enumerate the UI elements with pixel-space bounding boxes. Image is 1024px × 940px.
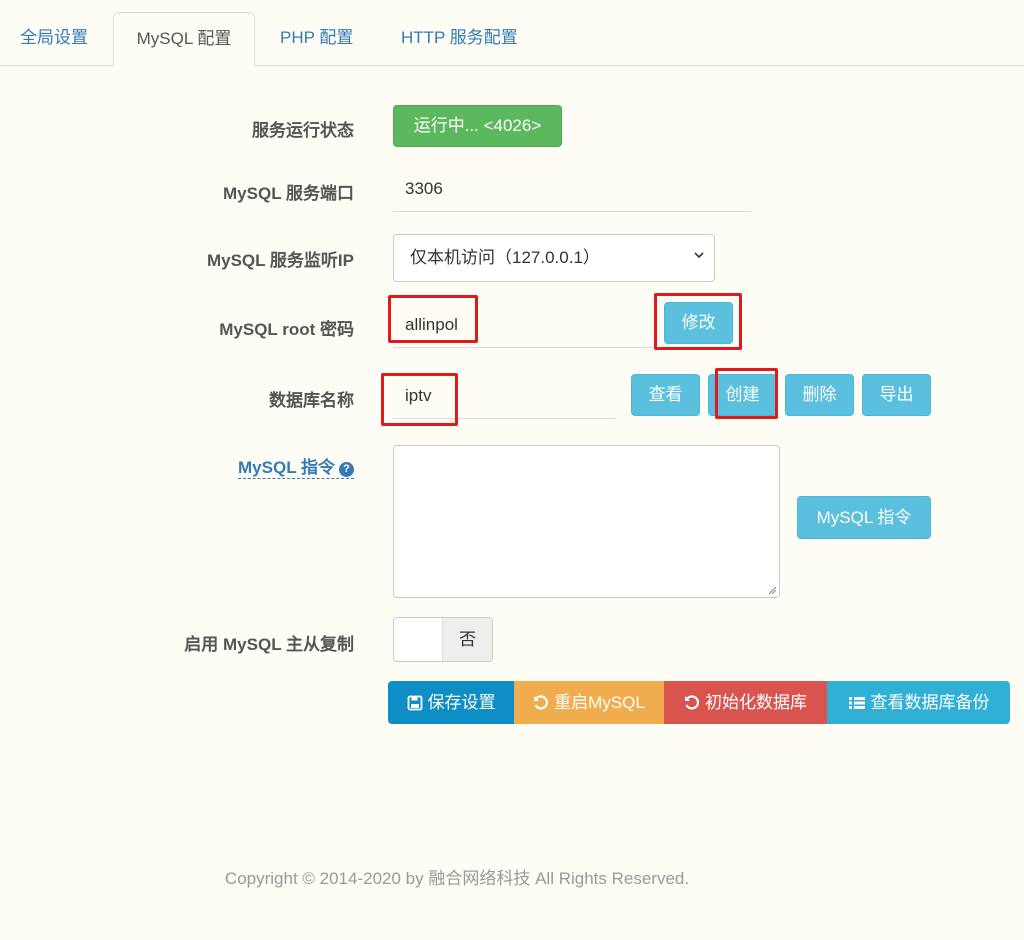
delete-database-button[interactable]: 删除 [785, 374, 854, 416]
resize-handle-icon[interactable] [767, 585, 777, 595]
create-database-button[interactable]: 创建 [708, 374, 777, 416]
mysql-command-button[interactable]: MySQL 指令 [797, 496, 931, 539]
save-icon [407, 695, 422, 710]
root-password-field[interactable]: allinpol [393, 302, 655, 348]
mysql-command-label[interactable]: MySQL 指令? [238, 458, 354, 479]
restart-mysql-button[interactable]: 重启MySQL [514, 681, 664, 724]
save-settings-button[interactable]: 保存设置 [388, 681, 514, 724]
init-database-button[interactable]: 初始化数据库 [664, 681, 827, 724]
init-database-label: 初始化数据库 [705, 693, 807, 712]
replication-label: 启用 MySQL 主从复制 [184, 635, 354, 654]
service-status-button[interactable]: 运行中... <4026> [393, 105, 562, 147]
replication-toggle-value: 否 [442, 618, 492, 661]
view-backup-label: 查看数据库备份 [870, 693, 990, 712]
tab-bar: 全局设置 MySQL 配置 PHP 配置 HTTP 服务配置 [0, 0, 1024, 67]
tab-http-config[interactable]: HTTP 服务配置 [401, 28, 518, 47]
export-database-button[interactable]: 导出 [862, 374, 931, 416]
save-settings-label: 保存设置 [427, 693, 496, 712]
status-label: 服务运行状态 [252, 121, 354, 140]
restart-icon [534, 694, 549, 709]
action-button-group: 保存设置 重启MySQL 初始化数据库 查看数据库备份 [388, 681, 1010, 724]
view-database-button[interactable]: 查看 [631, 374, 700, 416]
database-name-label: 数据库名称 [269, 391, 354, 410]
restart-mysql-label: 重启MySQL [554, 693, 645, 712]
help-icon[interactable]: ? [339, 462, 354, 477]
replication-toggle[interactable]: 否 [393, 617, 493, 662]
view-backup-button[interactable]: 查看数据库备份 [827, 681, 1010, 724]
database-name-field[interactable]: iptv [393, 373, 615, 419]
modify-password-button[interactable]: 修改 [664, 302, 733, 344]
footer-copyright: Copyright © 2014-2020 by 融合网络科技 All Righ… [224, 869, 690, 888]
chevron-down-icon [694, 252, 704, 259]
list-icon [848, 696, 865, 709]
mysql-command-label-text: MySQL 指令 [238, 458, 335, 477]
tab-php-config[interactable]: PHP 配置 [280, 28, 354, 47]
listen-ip-select[interactable]: 仅本机访问（127.0.0.1） [393, 234, 715, 282]
listen-ip-label: MySQL 服务监听IP [206, 251, 354, 270]
listen-ip-selected: 仅本机访问（127.0.0.1） [410, 248, 600, 267]
port-field[interactable]: 3306 [393, 166, 751, 212]
mysql-command-textarea[interactable] [393, 445, 780, 598]
reset-icon [685, 694, 699, 709]
root-password-label: MySQL root 密码 [219, 320, 354, 339]
tab-mysql-config[interactable]: MySQL 配置 [113, 12, 255, 67]
port-label: MySQL 服务端口 [223, 184, 354, 203]
tab-global-settings[interactable]: 全局设置 [20, 28, 88, 47]
